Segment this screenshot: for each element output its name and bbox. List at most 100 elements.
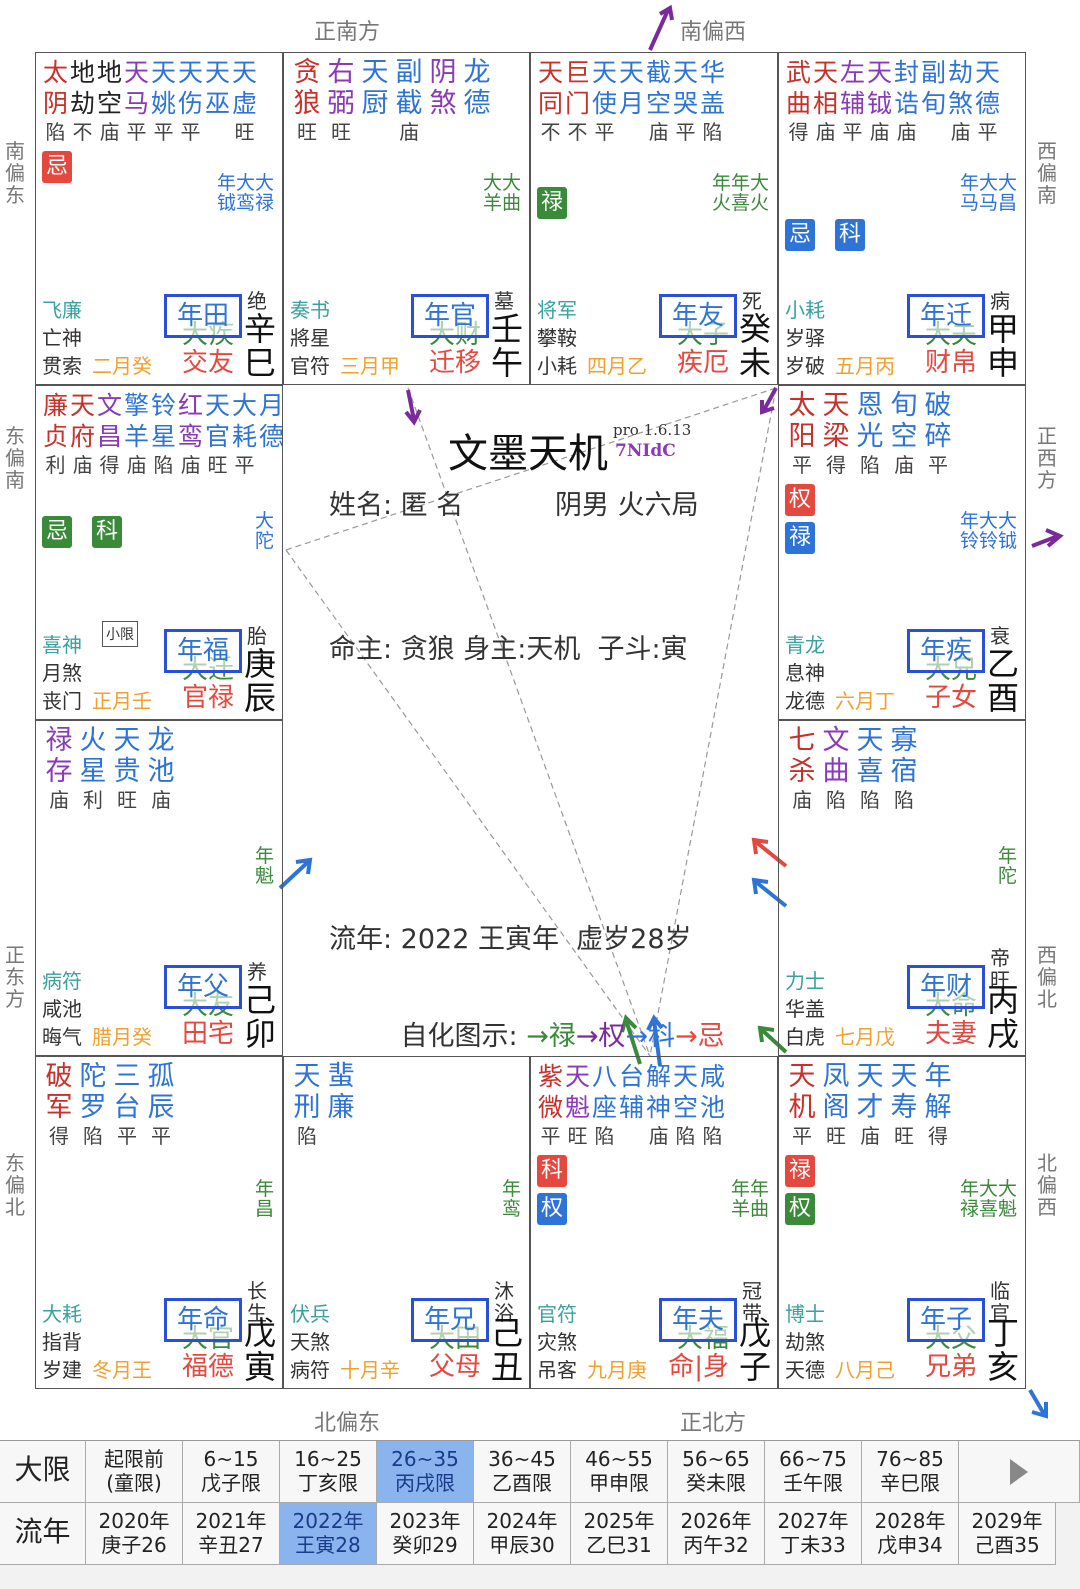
star-char: 姚 <box>150 89 176 118</box>
star-brightness: 平 <box>153 120 174 144</box>
star-char: 宿 <box>890 756 918 787</box>
month-label: 五月丙 <box>835 354 895 378</box>
liunian-item[interactable]: 2020年庚子26 <box>86 1503 183 1565</box>
star-char: 刑 <box>293 1092 321 1123</box>
star-brightness: 得 <box>928 1124 948 1148</box>
star-char: 贪 <box>293 57 321 88</box>
star-char: 月 <box>618 89 644 118</box>
star-list: 太阴陷地劫不地空庙天马平天姚平天伤平天巫天虚旺 <box>42 57 258 145</box>
sihua-badge: 忌 <box>785 219 815 251</box>
life-stage: 死 <box>742 289 762 313</box>
liunian-item[interactable]: 2027年丁未33 <box>765 1503 862 1565</box>
star-char: 擎 <box>123 391 149 420</box>
daxian-item[interactable]: 起限前(童限) <box>86 1441 183 1503</box>
star-char: 巨 <box>564 58 590 87</box>
liunian-item[interactable]: 2028年戊申34 <box>862 1503 959 1565</box>
star-char: 池 <box>147 756 175 787</box>
daxian-text: 丁亥限 <box>298 1471 358 1495</box>
shensha-2: 攀鞍 <box>537 326 577 350</box>
star: 火星利 <box>76 725 110 813</box>
daxian-text: 6~15 <box>203 1447 259 1471</box>
star-char: 截 <box>645 58 671 87</box>
star-char: 天 <box>564 1062 590 1091</box>
ming-line: 命主: 贪狼 身主:天机 子斗:寅 <box>329 634 688 665</box>
star-char: 旬 <box>920 89 946 118</box>
liunian-item[interactable]: 2025年乙巳31 <box>571 1503 668 1565</box>
star: 天相庙 <box>812 57 839 145</box>
star-char: 陀 <box>79 1061 107 1092</box>
star-brightness: 庙 <box>894 453 914 477</box>
star: 天哭平 <box>672 57 699 145</box>
liunian-item[interactable]: 2029年己酉35 <box>959 1503 1056 1565</box>
star-char: 天 <box>672 1062 698 1091</box>
star-char: 鸾 <box>177 422 203 451</box>
star-brightness: 旺 <box>117 788 137 812</box>
star-char: 厨 <box>361 88 389 119</box>
star-char: 孤 <box>147 1061 175 1092</box>
liunian-item[interactable]: 2026年丙午32 <box>668 1503 765 1565</box>
star: 贪狼旺 <box>290 57 324 145</box>
star-char: 太 <box>42 58 68 87</box>
star-brightness: 平 <box>842 120 863 144</box>
life-stage: 临官 <box>990 1279 1010 1325</box>
star-char: 诰 <box>893 89 919 118</box>
palace-name: 命|身 <box>668 1352 729 1382</box>
star-char: 台 <box>113 1092 141 1123</box>
liunian-item[interactable]: 2022年王寅28 <box>280 1503 377 1565</box>
star: 天府庙 <box>69 390 96 478</box>
star-char: 天 <box>856 1061 884 1092</box>
star-char: 天 <box>890 1061 918 1092</box>
star-char: 龙 <box>463 57 491 88</box>
star-char: 台 <box>618 1062 644 1091</box>
liunian-label: 流年 <box>0 1503 86 1565</box>
shensha-1: 博士 <box>785 1302 825 1326</box>
star-char: 副 <box>920 58 946 87</box>
star-char: 天 <box>361 57 389 88</box>
star-char: 天 <box>204 58 230 87</box>
liunian-item[interactable]: 2023年癸卯29 <box>377 1503 474 1565</box>
shensha-2: 天煞 <box>290 1330 330 1354</box>
star-char: 门 <box>564 89 590 118</box>
star-char: 哭 <box>672 89 698 118</box>
star-brightness: 庙 <box>180 453 201 477</box>
palace-si[interactable]: 太阴陷地劫不地空庙天马平天姚平天伤平天巫天虚旺忌年大大 钺鸾禄飞廉亡神贯索二月癸… <box>35 52 283 385</box>
star-char: 破 <box>924 390 952 421</box>
direction-top-right: 南偏西 <box>680 20 747 45</box>
star: 廉贞利 <box>42 390 69 478</box>
play-triangle-icon <box>1010 1459 1028 1485</box>
star: 截空庙 <box>645 57 672 145</box>
next-button[interactable] <box>959 1441 1080 1503</box>
daxian-text: 26~35 <box>391 1447 459 1471</box>
ganzhi: 壬午 <box>490 310 523 382</box>
star-char: 龙 <box>147 725 175 756</box>
star: 陀罗陷 <box>76 1061 110 1149</box>
palace-chen[interactable]: 廉贞利天府庙文昌得擎羊庙铃星陷红鸾庙天官旺大耗平月德忌科大 陀喜神月煞丧门正月壬… <box>35 385 283 720</box>
liunian-item[interactable]: 2024年甲辰30 <box>474 1503 571 1565</box>
palace-name: 田宅 <box>181 1019 234 1049</box>
palace-shen[interactable]: 武曲得天相庙左辅平天钺庙封诰庙副旬劫煞庙天德平忌科年大大 马马昌小耗岁驿岁破五月… <box>778 52 1026 385</box>
liunian-item[interactable]: 2021年辛丑27 <box>183 1503 280 1565</box>
star-brightness: 平 <box>928 453 948 477</box>
shensha-1: 青龙 <box>785 633 825 657</box>
star-char: 紫 <box>537 1062 563 1091</box>
star-brightness: 陷 <box>826 788 846 812</box>
star-brightness: 不 <box>540 120 561 144</box>
star: 天使平 <box>591 57 618 145</box>
